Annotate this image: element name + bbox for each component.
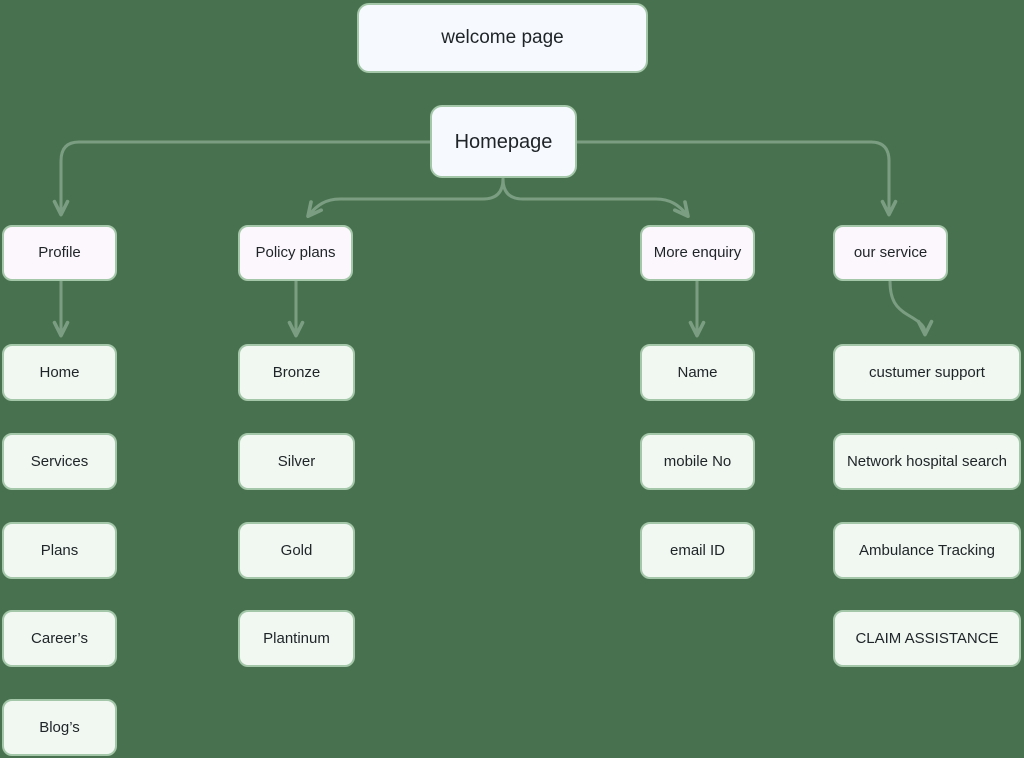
connector-homepage-profile [52,140,432,217]
node-bronze[interactable]: Bronze [238,344,355,401]
node-plantinum[interactable]: Plantinum [238,610,355,667]
node-profile[interactable]: Profile [2,225,117,281]
node-gold[interactable]: Gold [238,522,355,579]
connector-our-service-custumer-support [888,279,934,337]
node-email-id[interactable]: email ID [640,522,755,579]
node-homepage[interactable]: Homepage [430,105,577,178]
node-ambulance-tracking[interactable]: Ambulance Tracking [833,522,1021,579]
node-policy-plans[interactable]: Policy plans [238,225,353,281]
node-name[interactable]: Name [640,344,755,401]
connector-homepage-policy-plans [306,177,505,219]
node-custumer-support[interactable]: custumer support [833,344,1021,401]
node-silver[interactable]: Silver [238,433,355,490]
node-network-hospital-search[interactable]: Network hospital search [833,433,1021,490]
node-services[interactable]: Services [2,433,117,490]
node-home[interactable]: Home [2,344,117,401]
node-plans[interactable]: Plans [2,522,117,579]
node-welcome-page[interactable]: welcome page [357,3,648,73]
node-mobile-no[interactable]: mobile No [640,433,755,490]
node-more-enquiry[interactable]: More enquiry [640,225,755,281]
node-our-service[interactable]: our service [833,225,948,281]
node-blogs[interactable]: Blog’s [2,699,117,756]
node-careers[interactable]: Career’s [2,610,117,667]
connector-homepage-our-service [575,140,898,217]
node-claim-assistance[interactable]: CLAIM ASSISTANCE [833,610,1021,667]
connector-homepage-more-enquiry [501,177,690,219]
